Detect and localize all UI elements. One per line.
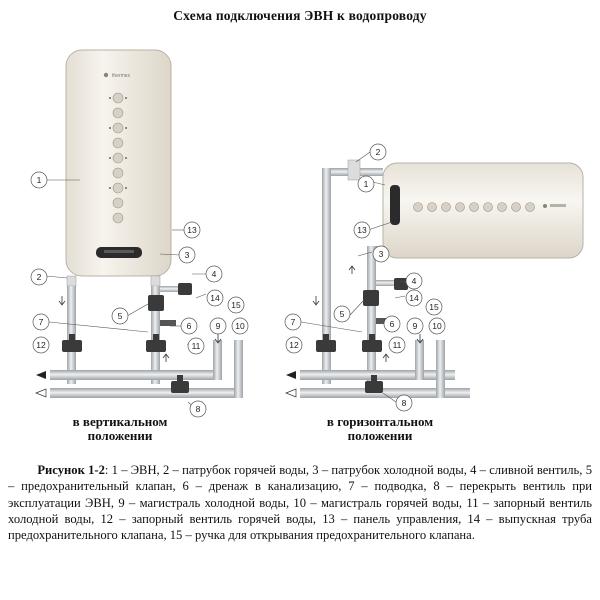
drain-valve [178,283,192,295]
callout-left-6: 6 [187,321,192,331]
callout-right-10: 10 [432,321,442,331]
caption-vertical-line1: в вертикальном [72,414,168,429]
callout-left-15: 15 [231,300,241,310]
brand-logo-icon [103,72,109,78]
water-heater-horizontal [382,162,584,259]
safety-valve [148,295,164,311]
callout-right-3: 3 [379,249,384,259]
legend-text: : 1 – ЭВН, 2 – патрубок горячей воды, 3 … [8,463,592,543]
callout-right-12: 12 [289,340,299,350]
cold-main-line [50,388,240,398]
cold-water-pipe-horizontal [367,246,376,384]
control-buttons [112,92,124,224]
callout-left-5: 5 [118,311,123,321]
callout-left-8: 8 [196,404,201,414]
callout-right-13: 13 [357,225,367,235]
callout-left-3: 3 [185,250,190,260]
control-buttons-horizontal [413,202,535,212]
callout-right-9: 9 [413,321,418,331]
drain-valve-horizontal [394,278,408,290]
legend-label: Рисунок 1-2 [37,463,105,477]
callouts-right [284,143,446,412]
callout-right-6: 6 [390,319,395,329]
cold-shutoff-valve [146,340,166,352]
caption-vertical-line2: положении [87,428,153,443]
callout-right-4: 4 [412,276,417,286]
bypass-valve-horizontal [365,381,383,393]
callout-right-8: 8 [402,398,407,408]
hot-water-pipe-horizontal [322,168,331,384]
callout-left-13: 13 [187,225,197,235]
callout-left-10: 10 [235,321,245,331]
control-panel-horizontal [390,185,400,225]
cold-shutoff-valve-horizontal [362,340,382,352]
callout-left-12: 12 [36,340,46,350]
callout-right-7: 7 [291,317,296,327]
cold-main-line-horizontal [300,388,470,398]
brand-logo-icon-horizontal [543,204,547,208]
callout-right-1: 1 [364,179,369,189]
caption-vertical: в вертикальном положении [30,415,210,443]
callout-left-4: 4 [212,269,217,279]
caption-horizontal: в горизонтальном положении [285,415,475,443]
callout-right-14: 14 [409,293,419,303]
callout-left-2: 2 [37,272,42,282]
bypass-valve [171,381,189,393]
hot-shutoff-valve-horizontal [316,340,336,352]
connection-diagram: thermex [30,49,584,418]
safety-valve-horizontal [363,290,379,306]
vertical-heater-group: thermex [35,49,243,398]
callout-left-11: 11 [192,341,201,351]
figure-legend: Рисунок 1-2: 1 – ЭВН, 2 – патрубок горяч… [8,462,592,543]
caption-horizontal-line1: в горизонтальном [326,414,434,429]
callouts-left [30,171,249,418]
callout-right-5: 5 [340,309,345,319]
hot-main-line [50,370,220,380]
callout-left-7: 7 [39,317,44,327]
callout-right-15: 15 [429,302,439,312]
horizontal-heater-group [285,159,584,398]
callout-left-1: 1 [37,175,42,185]
hot-main-line-horizontal [300,370,455,380]
callout-right-11: 11 [393,340,402,350]
brand-name: thermex [112,73,131,79]
callout-left-9: 9 [216,321,221,331]
diagram-title: Схема подключения ЭВН к водопроводу [173,8,427,23]
callout-right-2: 2 [376,147,381,157]
hot-shutoff-valve [62,340,82,352]
caption-horizontal-line2: положении [347,428,413,443]
callout-left-14: 14 [210,293,220,303]
